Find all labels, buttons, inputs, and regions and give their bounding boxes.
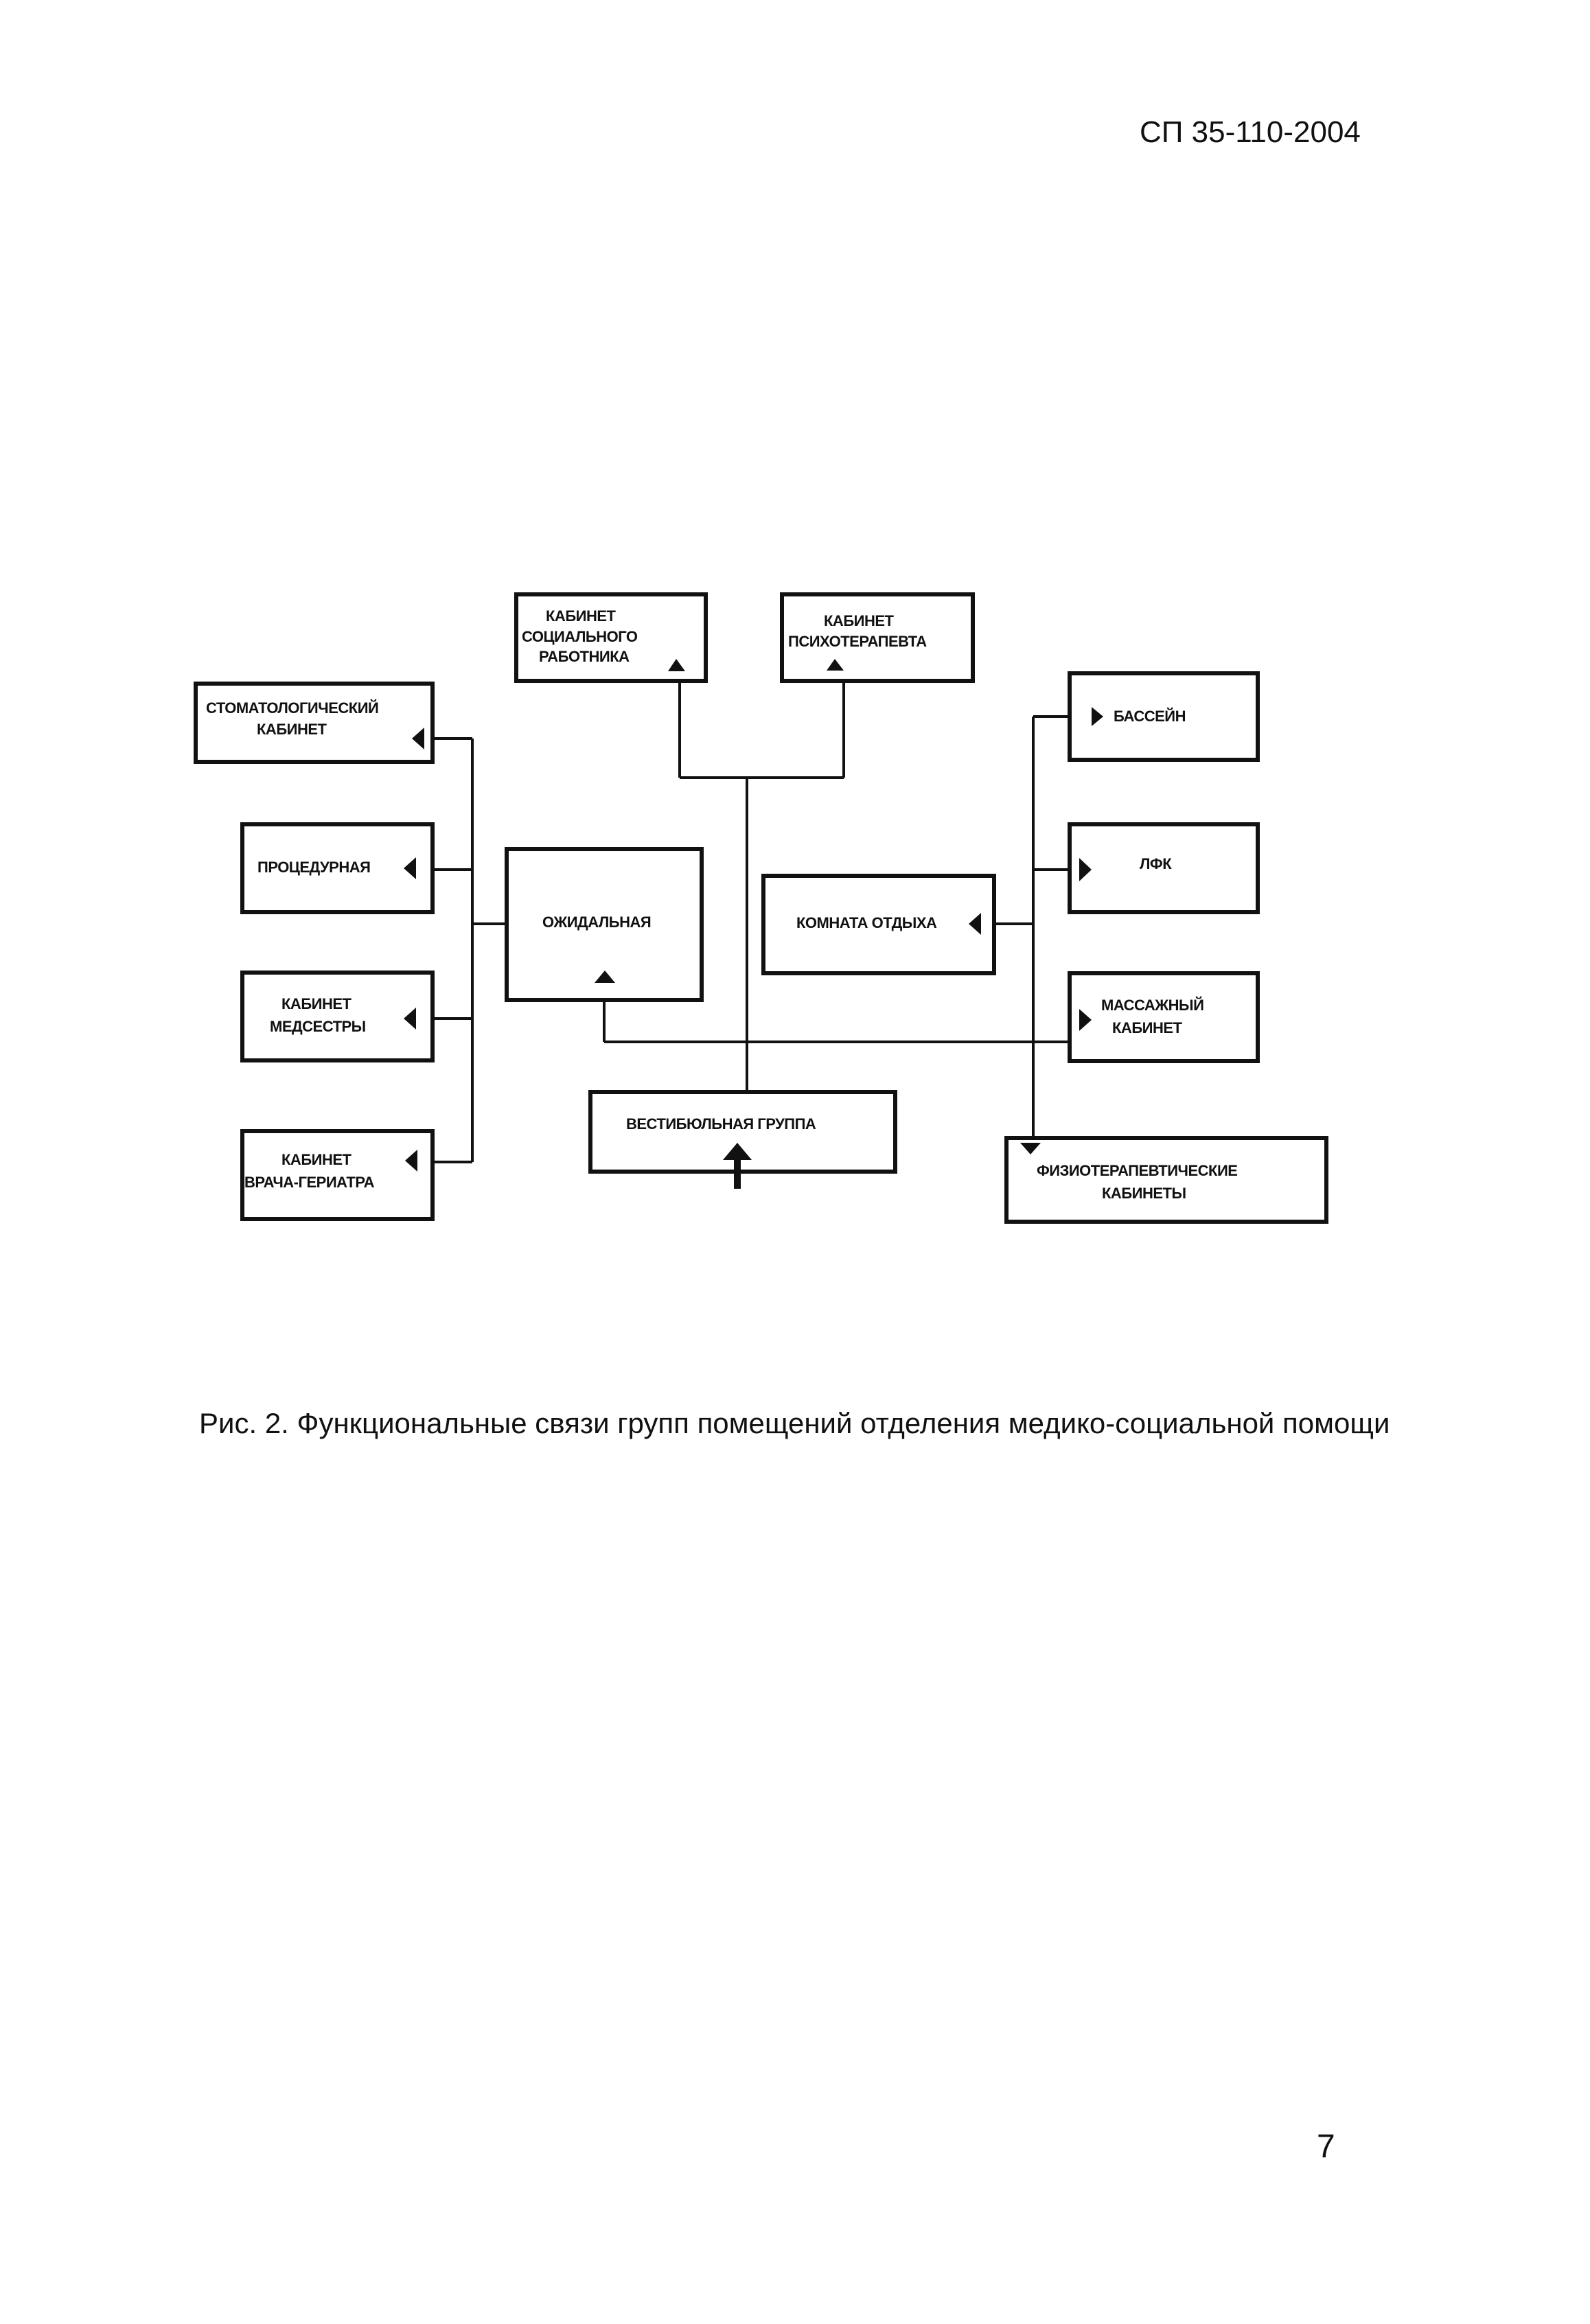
node-waiting-room: ОЖИДАЛЬНАЯ [505,847,704,1002]
node-label-line: ПРОЦЕДУРНАЯ [257,859,370,876]
node-physical-therapy: ЛФК [1068,822,1260,914]
arrow-left-icon [405,1150,417,1172]
figure-caption: Рис. 2. Функциональные связи групп помещ… [199,1407,1390,1439]
node-label-line: КАБИНЕТЫ [1102,1185,1186,1202]
node-label-line: БАССЕЙН [1114,708,1186,725]
node-label-line: ПСИХОТЕРАПЕВТА [788,633,927,650]
entrance-arrow-icon [723,1143,752,1189]
node-label-line: РАБОТНИКА [539,648,630,665]
node-label-line: КАБИНЕТ [281,1151,352,1168]
arrow-down-icon [1020,1143,1041,1154]
connector-lines [433,683,1070,1163]
node-label-line: КОМНАТА ОТДЫХА [796,914,937,931]
node-label-line: КАБИНЕТ [824,612,895,629]
node-geriatrician-office: КАБИНЕТ ВРАЧА-ГЕРИАТРА [240,1129,435,1221]
arrow-right-icon [1079,858,1092,881]
node-label-line: КАБИНЕТ [281,995,352,1012]
node-rest-room: КОМНАТА ОТДЫХА [761,874,996,975]
node-vestibule-group: ВЕСТИБЮЛЬНАЯ ГРУППА [588,1090,897,1189]
arrow-up-icon [668,659,685,671]
node-label-line: ВРАЧА-ГЕРИАТРА [244,1174,375,1191]
node-procedure-room: ПРОЦЕДУРНАЯ [240,822,435,914]
arrow-right-icon [1079,1009,1092,1031]
arrow-up-icon [827,659,844,671]
node-nurse-office: КАБИНЕТ МЕДСЕСТРЫ [240,971,435,1062]
page-number: 7 [1317,2128,1335,2165]
node-label-line: ОЖИДАЛЬНАЯ [542,914,651,931]
arrow-up-icon [595,971,615,983]
node-psychotherapist-office: КАБИНЕТ ПСИХОТЕРАПЕВТА [780,592,975,683]
node-label-line: КАБИНЕТ [546,607,617,625]
document-code: СП 35-110-2004 [1140,115,1361,149]
node-label-line: МАССАЖНЫЙ [1101,997,1203,1014]
node-pool: БАССЕЙН [1068,671,1260,762]
arrow-left-icon [412,728,424,750]
node-social-worker-office: КАБИНЕТ СОЦИАЛЬНОГО РАБОТНИКА [514,592,708,683]
node-label-line: ФИЗИОТЕРАПЕВТИЧЕСКИЕ [1037,1162,1237,1179]
node-label-line: ЛФК [1140,855,1172,872]
arrow-left-icon [404,1008,416,1030]
node-label-line: МЕДСЕСТРЫ [270,1018,366,1035]
node-massage-office: МАССАЖНЫЙ КАБИНЕТ [1068,971,1260,1063]
node-label-line: СТОМАТОЛОГИЧЕСКИЙ [206,699,378,717]
node-label-line: СОЦИАЛЬНОГО [522,628,638,645]
node-label-line: КАБИНЕТ [257,721,327,738]
arrow-right-icon [1092,707,1103,726]
node-label-line: ВЕСТИБЮЛЬНАЯ ГРУППА [626,1115,816,1132]
arrow-left-icon [969,913,981,935]
node-dental-office: СТОМАТОЛОГИЧЕСКИЙ КАБИНЕТ [194,682,435,764]
arrow-left-icon [404,857,416,879]
node-physiotherapy-offices: ФИЗИОТЕРАПЕВТИЧЕСКИЕ КАБИНЕТЫ [1004,1136,1328,1224]
node-label-line: КАБИНЕТ [1112,1019,1183,1036]
